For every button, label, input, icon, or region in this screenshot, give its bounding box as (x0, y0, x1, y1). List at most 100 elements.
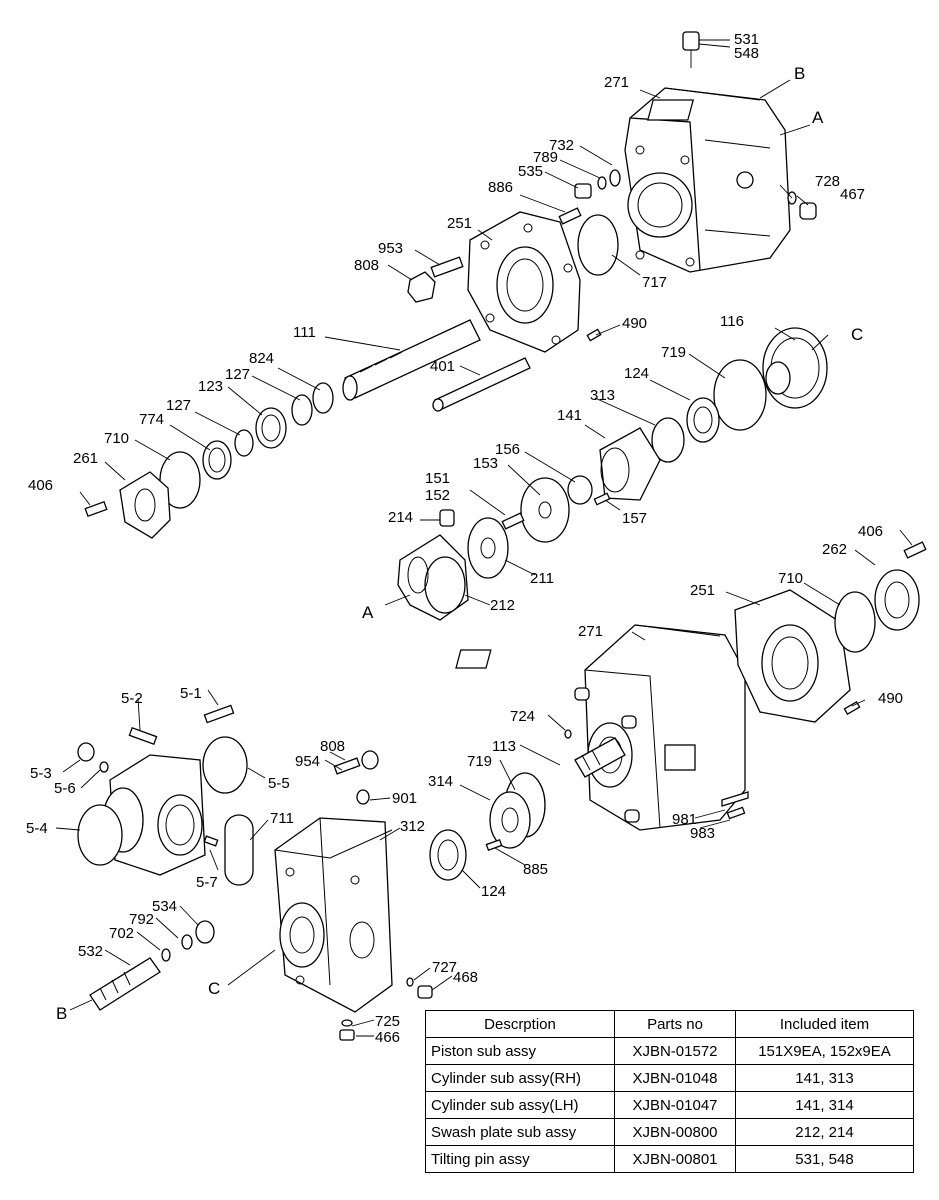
callout-label: 727 (432, 959, 457, 976)
shaft-rings (159, 382, 334, 509)
cell-included-item: 151X9EA, 152x9EA (735, 1037, 914, 1065)
gear-pump-5 (77, 704, 248, 876)
callout-label: 467 (840, 186, 865, 203)
table-row: Piston sub assy XJBN-01572 151X9EA, 152x… (425, 1037, 914, 1065)
callout-label: 406 (858, 523, 883, 540)
callout-label: 808 (354, 257, 379, 274)
cell-parts-no: XJBN-01047 (614, 1091, 736, 1119)
cell-included-item: 531, 548 (735, 1145, 914, 1173)
drive-shaft-111 (342, 319, 481, 401)
callout-label: 954 (295, 753, 320, 770)
cell-parts-no: XJBN-00801 (614, 1145, 736, 1173)
header-description: Descrption (425, 1010, 615, 1038)
leader-lines (55, 39, 913, 1037)
callout-label: 127 (225, 366, 250, 383)
callout-label: 111 (293, 324, 316, 341)
callout-label: 5-5 (268, 775, 290, 792)
housing-271-upper (624, 87, 791, 273)
callout-label: 808 (320, 738, 345, 755)
callout-label: 981 (672, 811, 697, 828)
callout-label: 313 (590, 387, 615, 404)
callout-label: C (851, 325, 863, 344)
callout-label: 271 (578, 623, 603, 640)
callout-label: 251 (690, 582, 715, 599)
housing-271-lower (455, 624, 746, 831)
cell-included-item: 141, 313 (735, 1064, 914, 1092)
valve-block-312 (274, 817, 393, 1013)
cell-description: Cylinder sub assy(RH) (425, 1064, 615, 1092)
table-header-row: Descrption Parts no Included item (425, 1010, 914, 1038)
callout-label: 156 (495, 441, 520, 458)
callout-label: 725 (375, 1013, 400, 1030)
callout-label: 5-4 (26, 820, 48, 837)
callout-label: 214 (388, 509, 413, 526)
callout-label: 5-2 (121, 690, 143, 707)
lower-rotary-parts (485, 772, 749, 852)
callout-label: 490 (878, 690, 903, 707)
small-parts-lower-left (89, 750, 467, 1041)
callout-label: 532 (78, 943, 103, 960)
small-parts-upper (407, 169, 817, 342)
callout-label: 719 (661, 344, 686, 361)
callout-label: 953 (378, 240, 403, 257)
cell-parts-no: XJBN-01572 (614, 1037, 736, 1065)
callout-label: 157 (622, 510, 647, 527)
gear-116 (762, 327, 828, 409)
callout-label: 468 (453, 969, 478, 986)
callout-label: 124 (624, 365, 649, 382)
callout-label: 792 (129, 911, 154, 928)
callout-label: 710 (104, 430, 129, 447)
table-row: Swash plate sub assy XJBN-00800 212, 214 (425, 1118, 914, 1146)
callout-labels: 531 548 271 B A 732 789 535 728 467 886 … (26, 31, 903, 1046)
cell-parts-no: XJBN-00800 (614, 1118, 736, 1146)
callout-label: 401 (430, 358, 455, 375)
callout-label: 116 (720, 313, 744, 330)
seal-cover-261 (84, 471, 171, 539)
callout-label: 212 (490, 597, 515, 614)
callout-label: 152 (425, 487, 450, 504)
rotary-group (467, 359, 767, 579)
header-included-item: Included item (735, 1010, 914, 1038)
callout-label: 531 (734, 31, 759, 48)
table-row: Cylinder sub assy(LH) XJBN-01047 141, 31… (425, 1091, 914, 1119)
callout-label: 983 (690, 825, 715, 842)
callout-label: 5-3 (30, 765, 52, 782)
callout-label: 113 (492, 738, 516, 755)
callout-label: 127 (166, 397, 191, 414)
callout-label: 724 (510, 708, 535, 725)
callout-label: 711 (270, 810, 294, 827)
cell-description: Cylinder sub assy(LH) (425, 1091, 615, 1119)
parts-table: Descrption Parts no Included item Piston… (425, 1010, 914, 1173)
header-parts-no: Parts no (614, 1010, 736, 1038)
callout-label: 901 (392, 790, 417, 807)
callout-label: 789 (533, 149, 558, 166)
cell-description: Piston sub assy (425, 1037, 615, 1065)
callout-label: 885 (523, 861, 548, 878)
cell-description: Swash plate sub assy (425, 1118, 615, 1146)
o-ring-711 (224, 814, 254, 886)
callout-label: 535 (518, 163, 543, 180)
callout-label: 153 (473, 455, 498, 472)
callout-label: 406 (28, 477, 53, 494)
callout-label: 534 (152, 898, 177, 915)
callout-label: 211 (530, 570, 554, 587)
callout-label: B (56, 1004, 67, 1023)
swash-plate-212 (397, 509, 469, 621)
callout-label: 728 (815, 173, 840, 190)
callout-label: 141 (557, 407, 582, 424)
callout-label: C (208, 979, 220, 998)
table-row: Tilting pin assy XJBN-00801 531, 548 (425, 1145, 914, 1173)
port-block-251-lower (734, 541, 927, 723)
callout-label: 466 (375, 1029, 400, 1046)
callout-label: 774 (139, 411, 164, 428)
cell-parts-no: XJBN-01048 (614, 1064, 736, 1092)
callout-label: 5-1 (180, 685, 202, 702)
pin-401 (432, 357, 531, 412)
port-block-251-upper (467, 211, 581, 353)
cell-description: Tilting pin assy (425, 1145, 615, 1173)
callout-label: 5-6 (54, 780, 76, 797)
callout-label: A (812, 108, 824, 127)
callout-label: 717 (642, 274, 667, 291)
callout-label: 5-7 (196, 874, 218, 891)
